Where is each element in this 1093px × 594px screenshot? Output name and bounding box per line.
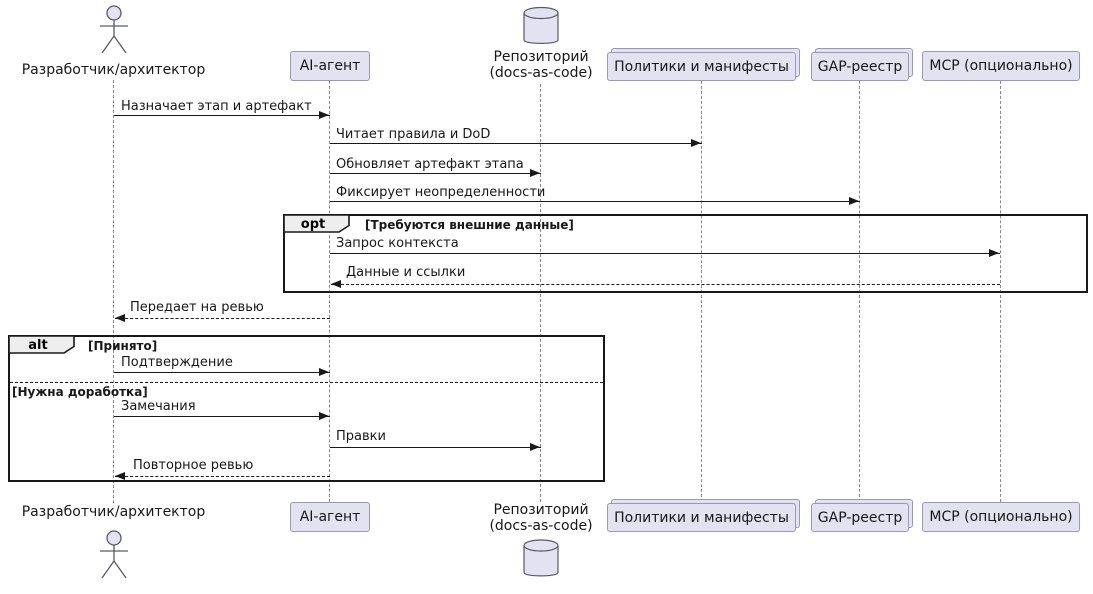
arrowhead-right [319,368,329,376]
actor-icon-bottom [100,530,128,579]
participant-repository-bottom: Репозиторий (docs-as-code) [466,502,616,534]
message-arrow [330,173,541,174]
participant-mcp-top: MCP (опционально) [922,51,1080,81]
fragment-opt-tab: opt [283,214,350,233]
fragment-alt-keyword: alt [28,338,47,353]
arrowhead-left [115,314,125,322]
fragment-opt-guard: [Требуются внешние данные] [365,218,574,232]
lifeline-repository [540,84,541,502]
participant-developer-bottom: Разработчик/архитектор [21,504,206,520]
message-return-arrow [115,476,330,477]
message-label: Подтверждение [121,355,233,370]
fragment-opt-keyword: opt [301,217,325,232]
database-icon-top [523,6,559,44]
participant-gap-top: GAP-реестр [811,52,909,81]
actor-icon [100,5,128,54]
message-label: Запрос контекста [336,236,459,251]
message-label: Обновляет артефакт этапа [336,157,524,172]
message-label: Замечания [121,399,196,414]
message-label: Назначает этап и артефакт [121,99,312,114]
arrowhead-right [691,139,701,147]
arrowhead-right [989,249,999,257]
message-return-arrow [331,284,1000,285]
message-label: Данные и ссылки [346,265,466,280]
message-label: Читает правила и DoD [336,127,491,142]
message-label: Фиксирует неопределенности [336,185,546,200]
lifeline-developer [113,80,114,503]
arrowhead-right [849,197,859,205]
message-arrow [330,253,1000,254]
arrowhead-right [530,443,540,451]
message-return-arrow [115,318,330,319]
fragment-alt-tab: alt [8,335,75,354]
fragment-opt [283,214,1088,293]
message-arrow [330,143,702,144]
arrowhead-left [115,472,125,480]
message-arrow [114,372,330,373]
message-label: Передает на ревью [130,300,264,315]
database-icon-bottom [523,539,559,577]
repository-sublabel: (docs-as-code) [489,65,593,81]
fragment-alt-divider [10,382,603,383]
message-arrow [330,201,860,202]
repository-label: Репозиторий [493,49,589,65]
participant-ai-agent-top: AI-агент [290,51,370,81]
arrowhead-right [319,412,329,420]
message-label: Правки [336,429,386,444]
fragment-alt-guard-rework: [Нужна доработка] [12,385,148,399]
message-label: Повторное ревью [133,458,254,473]
participant-policies-bottom: Политики и манифесты [607,503,796,532]
message-arrow [330,447,541,448]
participant-repository-top: Репозиторий (docs-as-code) [466,49,616,81]
participant-mcp-bottom: MCP (опционально) [922,502,1080,532]
arrowhead-right [530,169,540,177]
arrowhead-right [319,111,329,119]
arrowhead-left [331,280,341,288]
message-arrow [114,115,330,116]
participant-developer-top: Разработчик/архитектор [21,62,206,78]
message-arrow [114,416,330,417]
repository-sublabel: (docs-as-code) [489,518,593,534]
fragment-alt [8,335,605,482]
repository-label: Репозиторий [493,502,589,518]
fragment-alt-guard-accepted: [Принято] [88,339,158,353]
participant-gap-bottom: GAP-реестр [811,503,909,532]
participant-ai-agent-bottom: AI-агент [290,502,370,532]
participant-policies-top: Политики и манифесты [607,52,796,81]
